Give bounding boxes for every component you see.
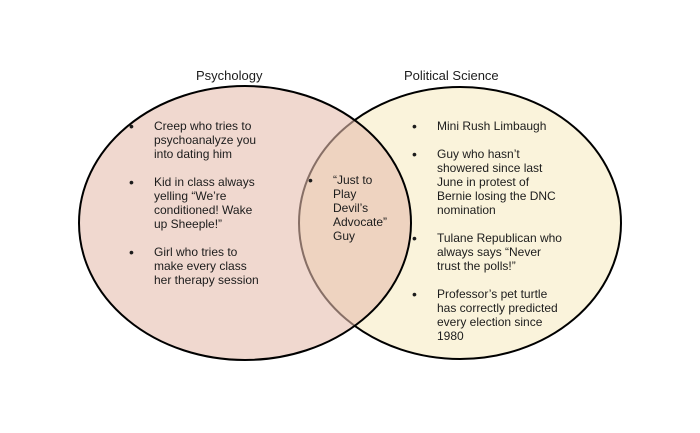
left-circle-title: Psychology [196, 68, 263, 83]
bullet-icon: • [412, 118, 417, 134]
list-item: • Kid in class always yelling “We’re con… [129, 175, 309, 231]
psychology-circle [78, 85, 412, 361]
overlap-list: • “Just to Play Devil’s Advocate” Guy [308, 173, 398, 243]
list-item-text: “Just to Play Devil’s Advocate” Guy [333, 173, 388, 243]
bullet-icon: • [308, 172, 313, 188]
bullet-icon: • [412, 230, 417, 246]
bullet-icon: • [412, 146, 417, 162]
list-item: • Creep who tries to psychoanalyze you i… [129, 119, 309, 161]
list-item-text: Girl who tries to make every class her t… [154, 245, 259, 287]
list-item: • Guy who hasn’t showered since last Jun… [412, 147, 597, 217]
list-item: • Mini Rush Limbaugh [412, 119, 597, 133]
list-item-text: Professor’s pet turtle has correctly pre… [437, 287, 558, 343]
list-item-text: Guy who hasn’t showered since last June … [437, 147, 556, 217]
bullet-icon: • [412, 286, 417, 302]
list-item: • “Just to Play Devil’s Advocate” Guy [308, 173, 398, 243]
list-item-text: Kid in class always yelling “We’re condi… [154, 175, 255, 231]
bullet-icon: • [129, 244, 134, 260]
bullet-icon: • [129, 118, 134, 134]
list-item-text: Creep who tries to psychoanalyze you int… [154, 119, 257, 161]
list-item-text: Mini Rush Limbaugh [437, 119, 547, 133]
list-item: • Professor’s pet turtle has correctly p… [412, 287, 597, 343]
political-science-list: • Mini Rush Limbaugh • Guy who hasn’t sh… [412, 119, 597, 343]
right-circle-title: Political Science [404, 68, 499, 83]
bullet-icon: • [129, 174, 134, 190]
list-item: • Tulane Republican who always says “Nev… [412, 231, 597, 273]
list-item: • Girl who tries to make every class her… [129, 245, 309, 287]
psychology-list: • Creep who tries to psychoanalyze you i… [129, 119, 309, 287]
list-item-text: Tulane Republican who always says “Never… [437, 231, 562, 273]
